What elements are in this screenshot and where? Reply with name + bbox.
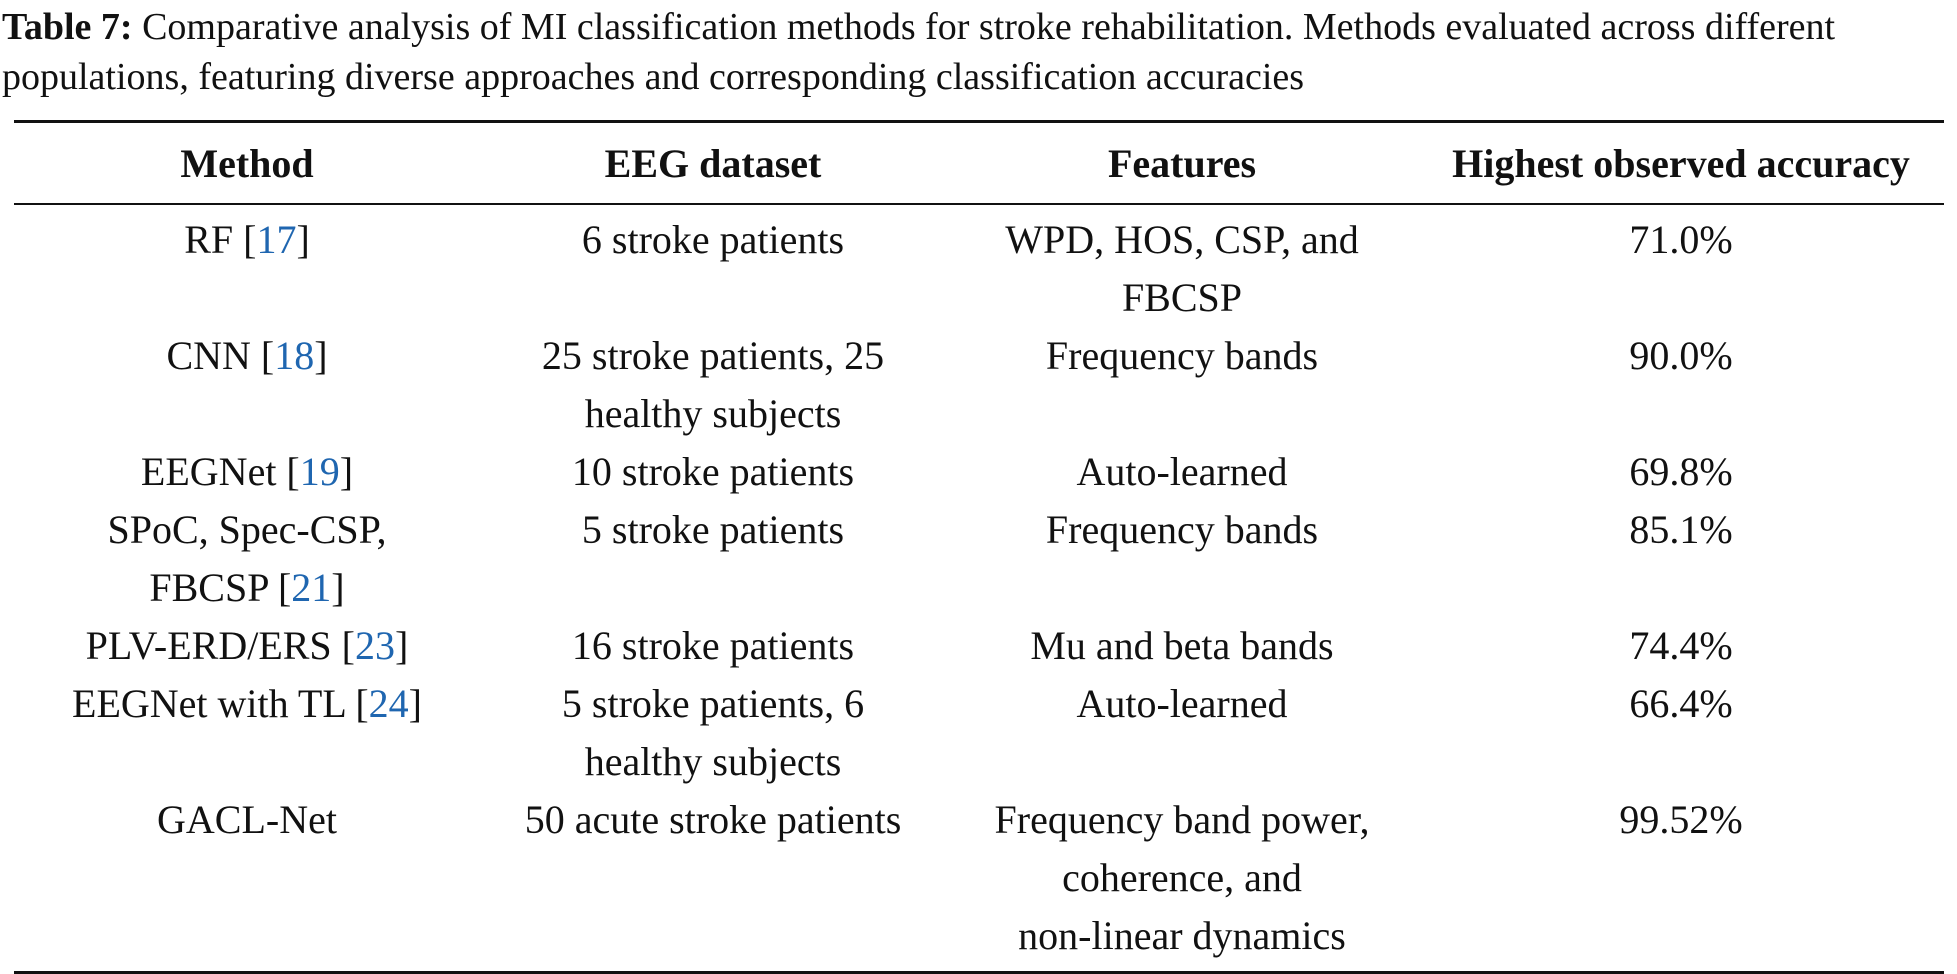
dataset-line: 25 stroke patients, 25: [541, 333, 885, 378]
cell-features: Frequency bands: [946, 327, 1418, 443]
method-line: FBCSP [21]: [14, 559, 480, 617]
cell-method: RF [17]: [14, 204, 480, 327]
cell-features: Auto-learned: [946, 443, 1418, 501]
method-text: EEGNet [: [140, 449, 300, 494]
features-line: Auto-learned: [1076, 681, 1288, 726]
citation-bracket: ]: [408, 681, 422, 726]
dataset-line: 5 stroke patients, 6: [561, 681, 865, 726]
table-row: CNN [18] 25 stroke patients, 25 healthy su…: [14, 327, 1944, 443]
citation-link[interactable]: 21: [291, 565, 332, 610]
dataset-line: healthy subjects: [584, 391, 842, 436]
cell-method: EEGNet [19]: [14, 443, 480, 501]
cell-features: Frequency band power, coherence, and non-l…: [946, 791, 1418, 973]
method-text: GACL-Net: [157, 797, 337, 842]
caption-label: Table 7:: [2, 6, 133, 48]
caption-line-1: Table 7: Comparative analysis of MI clas…: [2, 2, 1952, 52]
features-line: Frequency band power,: [994, 797, 1370, 842]
header-features: Features: [1107, 141, 1257, 186]
citation-bracket: ]: [296, 217, 310, 262]
citation-bracket: ]: [339, 449, 354, 494]
method-text: SPoC, Spec-CSP,: [107, 507, 387, 552]
cell-accuracy: 66.4%: [1629, 681, 1733, 726]
table-row: SPoC, Spec-CSP, FBCSP [21] 5 stroke patien…: [14, 501, 1944, 617]
method-line: CNN [18]: [14, 327, 480, 385]
cell-method: CNN [18]: [14, 327, 480, 443]
header-accuracy: Highest observed accuracy: [1452, 141, 1910, 186]
cell-accuracy: 90.0%: [1629, 333, 1733, 378]
cell-method: GACL-Net: [14, 791, 480, 973]
dataset-line: 5 stroke patients: [581, 507, 845, 552]
dataset-line: 6 stroke patients: [581, 217, 845, 262]
cell-method: SPoC, Spec-CSP, FBCSP [21]: [14, 501, 480, 617]
citation-bracket: ]: [331, 565, 345, 610]
comparison-table: Method EEG dataset Features Highest obse…: [14, 120, 1944, 974]
cell-features: Auto-learned: [946, 675, 1418, 791]
table-row: EEGNet with TL [24] 5 stroke patients, 6 h…: [14, 675, 1944, 791]
cell-eeg-dataset: 16 stroke patients: [480, 617, 946, 675]
header-method: Method: [180, 141, 314, 186]
method-text: FBCSP [: [149, 565, 292, 610]
cell-features: Frequency bands: [946, 501, 1418, 617]
cell-eeg-dataset: 6 stroke patients: [480, 204, 946, 327]
cell-eeg-dataset: 5 stroke patients, 6 healthy subjects: [480, 675, 946, 791]
method-text: PLV-ERD/ERS [: [85, 623, 355, 668]
method-line: RF [17]: [14, 211, 480, 269]
table-row: PLV-ERD/ERS [23] 16 stroke patients Mu and…: [14, 617, 1944, 675]
cell-method: PLV-ERD/ERS [23]: [14, 617, 480, 675]
citation-bracket: ]: [314, 333, 328, 378]
features-line: Frequency bands: [1045, 333, 1319, 378]
cell-eeg-dataset: 10 stroke patients: [480, 443, 946, 501]
cell-eeg-dataset: 25 stroke patients, 25 healthy subjects: [480, 327, 946, 443]
cell-eeg-dataset: 5 stroke patients: [480, 501, 946, 617]
method-text: EEGNet with TL [: [72, 681, 369, 726]
dataset-line: healthy subjects: [584, 739, 842, 784]
features-line: Frequency bands: [1045, 507, 1319, 552]
cell-accuracy: 69.8%: [1629, 449, 1733, 494]
cell-accuracy: 85.1%: [1629, 507, 1733, 552]
method-line: PLV-ERD/ERS [23]: [14, 617, 480, 675]
caption-text-1: Comparative analysis of MI classificatio…: [132, 6, 1836, 48]
header-row: Method EEG dataset Features Highest obse…: [14, 121, 1944, 204]
citation-link[interactable]: 18: [274, 333, 315, 378]
features-line: Auto-learned: [1076, 449, 1288, 494]
features-line: WPD, HOS, CSP, and: [1005, 217, 1359, 262]
cell-features: Mu and beta bands: [946, 617, 1418, 675]
caption-text-2: populations, featuring diverse approache…: [2, 56, 1305, 98]
cell-eeg-dataset: 50 acute stroke patients: [480, 791, 946, 973]
citation-bracket: ]: [395, 623, 409, 668]
citation-link[interactable]: 17: [256, 217, 297, 262]
cell-accuracy: 99.52%: [1619, 797, 1743, 842]
table-row: GACL-Net 50 acute stroke patients Frequenc…: [14, 791, 1944, 973]
features-line: coherence, and: [1062, 855, 1302, 900]
method-line: GACL-Net: [14, 791, 480, 849]
features-line: Mu and beta bands: [1030, 623, 1334, 668]
header-eeg-dataset: EEG dataset: [604, 141, 822, 186]
method-line: SPoC, Spec-CSP,: [14, 501, 480, 559]
table-row: EEGNet [19] 10 stroke patients Auto-learne…: [14, 443, 1944, 501]
citation-link[interactable]: 24: [368, 681, 409, 726]
table-body: RF [17] 6 stroke patients WPD, HOS, CSP, a…: [14, 204, 1944, 973]
method-line: EEGNet with TL [24]: [14, 675, 480, 733]
method-text: CNN [: [166, 333, 275, 378]
dataset-line: 16 stroke patients: [571, 623, 855, 668]
citation-link[interactable]: 19: [299, 449, 340, 494]
dataset-line: 50 acute stroke patients: [524, 797, 902, 842]
cell-method: EEGNet with TL [24]: [14, 675, 480, 791]
dataset-line: 10 stroke patients: [571, 449, 855, 494]
table-caption: Table 7: Comparative analysis of MI clas…: [2, 2, 1952, 102]
citation-link[interactable]: 23: [355, 623, 395, 668]
table-row: RF [17] 6 stroke patients WPD, HOS, CSP, a…: [14, 204, 1944, 327]
features-line: FBCSP: [1121, 275, 1243, 320]
cell-accuracy: 71.0%: [1629, 217, 1733, 262]
method-line: EEGNet [19]: [14, 443, 480, 501]
method-text: RF [: [184, 217, 257, 262]
features-line: non-linear dynamics: [1018, 913, 1346, 958]
cell-accuracy: 74.4%: [1629, 623, 1733, 668]
